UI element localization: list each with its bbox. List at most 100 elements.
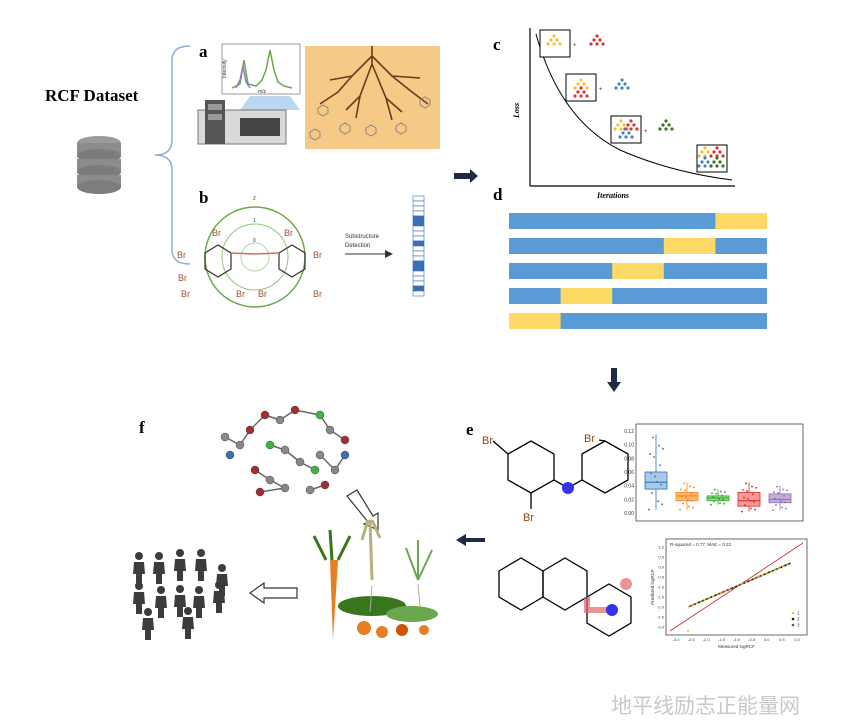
tree-node [709,154,713,158]
scatter-point [708,596,711,599]
tree-node [626,86,630,90]
atom-ball [320,480,330,490]
box-point [719,502,721,504]
panel-d-label: d [493,185,503,204]
person-body [174,559,186,581]
tree-node [703,164,707,168]
person-head [218,564,226,572]
tree-node [697,164,701,168]
box-point [744,504,746,507]
tree-node [616,123,620,127]
box-point [743,496,745,499]
br-atom-4: Br [212,228,221,238]
box-ytick: 0.12 [624,429,634,435]
tree-node [620,78,624,82]
tree-node [576,90,580,94]
scatter-point [784,564,787,567]
scatter-point [774,568,777,571]
atom-ball [235,440,245,450]
tree-node [712,160,716,164]
box-point [689,485,691,488]
phenanthrene-structure [498,557,632,637]
scatter-point [778,566,781,569]
cv-validation-segment [509,313,561,329]
atom-ball [305,485,315,495]
atom-ball [310,465,320,475]
fingerprint-bit [412,280,425,287]
box-point [718,498,720,500]
scatter-point [787,562,790,565]
person-head [197,549,205,557]
atom-ball [265,440,275,450]
fingerprint-bit [412,195,425,202]
box-point [681,495,683,498]
panel-e-label: e [466,420,474,439]
person-head [184,607,192,615]
tree-node [715,156,719,160]
atom-ball [280,483,290,493]
fingerprint-bit [412,220,425,227]
box-point [658,444,660,447]
box-point [776,485,778,488]
atom-ball [225,450,235,460]
tree-node [632,123,636,127]
box-point [745,482,747,485]
tree-node [700,150,704,154]
fingerprint-bit [412,250,425,257]
fingerprint-bit [412,260,425,267]
box-point [690,492,692,495]
box-ytick: 0.04 [624,484,634,490]
scatter-point [718,592,720,595]
cv-validation-segment [663,238,716,254]
scatter-xtick: -1.0 [733,637,741,642]
box-point [754,508,756,511]
box-point [753,501,755,503]
mass-spectrometer-icon: Intensity m/z [197,43,301,145]
legend-marker [791,617,795,621]
person-head [144,608,152,616]
substructure-label: Substructure [345,234,380,240]
ring-label-2: 2 [253,196,256,202]
cross-validation-bars [509,213,767,329]
tree-node [624,135,628,139]
tree-node [592,38,596,42]
bond [259,487,286,493]
box-point [750,507,752,510]
atom-ball [325,425,335,435]
atom-ball [280,445,290,455]
tree-node [721,154,725,158]
tree-node [619,127,623,131]
tree-node [552,34,556,38]
ms-ylabel: Intensity [222,59,228,78]
tree-node [718,160,722,164]
tree-node [613,127,617,131]
box-point [687,498,689,501]
cv-validation-segment [715,213,767,229]
fingerprint-bit [412,240,425,247]
tree-node [573,86,577,90]
person-body [155,596,167,618]
tree-node [658,127,662,131]
tree-node [629,119,633,123]
legend-label: 2 [797,617,800,622]
br-atom-e2: Br [523,512,534,524]
loss-axis-label: Loss [512,103,521,119]
tree-node [706,150,710,154]
atom-ball [255,487,265,497]
scatter-xlabel: Measured logRCF [718,644,755,649]
box-point [720,490,722,493]
tree-node [549,38,553,42]
molecule-diagram: 2 1 0 Br Br Br Br Br Br Br Br Br [177,196,322,308]
box-point [679,508,681,511]
box-point [710,503,712,506]
tree-node [598,38,602,42]
br-atom-8: Br [313,250,322,260]
scatter-ytick: -2.5 [657,615,665,620]
tree-node [619,119,623,123]
tree-node [579,94,583,98]
scatter-xtick: -3.0 [673,637,681,642]
scatter-ytick: 0.5 [658,555,664,560]
tree-node [715,164,719,168]
box-point [650,472,652,475]
